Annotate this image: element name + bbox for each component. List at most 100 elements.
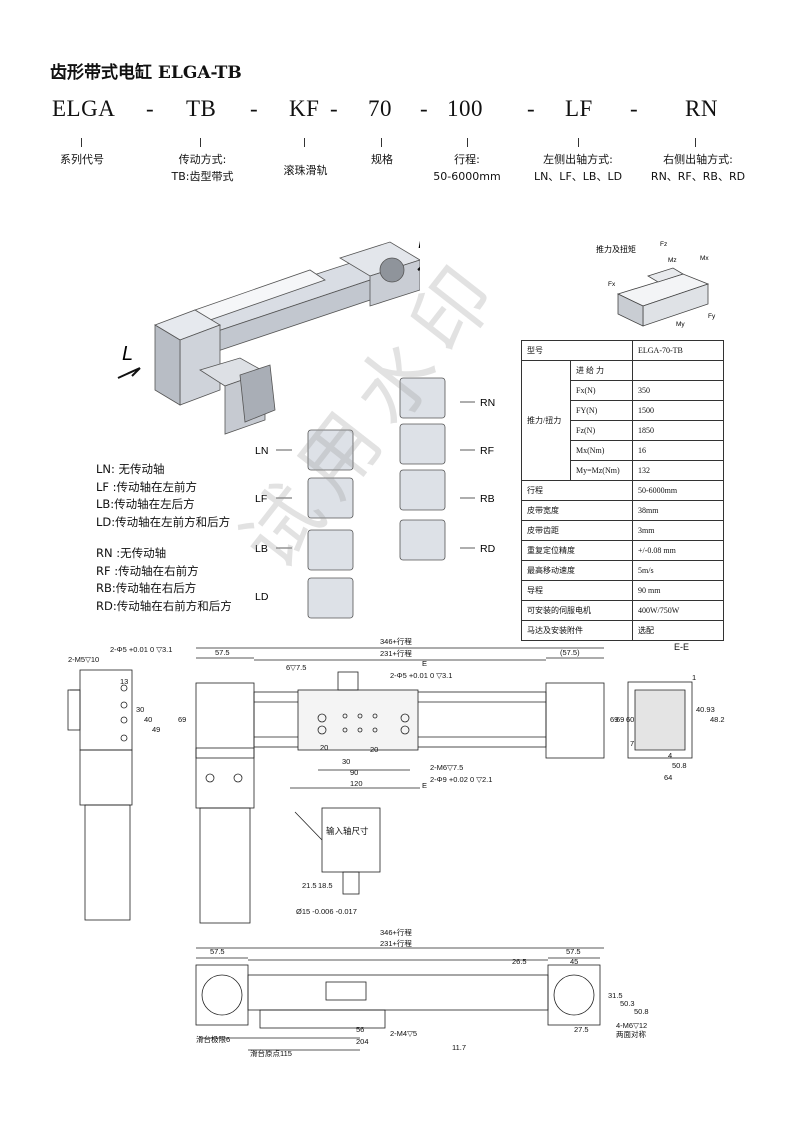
spec-table: 型号 ELGA-70-TB 推力/扭力 进 给 力 Fx(N)350 FY(N)…	[521, 340, 724, 641]
code-dash: -	[527, 96, 536, 121]
ee-1: 1	[692, 673, 696, 682]
dim-21-5: 21.5	[302, 881, 317, 890]
code-dash: -	[146, 96, 155, 121]
ee-48-2: 48.2	[710, 715, 725, 724]
code-tick	[695, 138, 696, 147]
bottom-dim-56: 56	[356, 1025, 364, 1034]
actuator-3d-figure: R L	[117, 231, 420, 435]
ee-40-93: 40.93	[696, 705, 715, 714]
dim-57-5-ref: (57.5)	[560, 648, 580, 657]
dim-phi15: Ø15 -0.006 -0.017	[296, 907, 357, 916]
dim-30: 30	[136, 705, 144, 714]
bottom-dim-m6b: 两面对称	[616, 1029, 646, 1039]
section-EE: E-E	[674, 642, 689, 652]
motor-RD-label: RD	[480, 543, 496, 555]
table-row: Mx(Nm)16	[522, 440, 724, 461]
motor-RF-label: RF	[480, 445, 494, 457]
dim-69: 69	[178, 715, 186, 724]
arrow-L-label: L	[122, 343, 133, 365]
code-dash: -	[420, 96, 429, 121]
code-dash: -	[330, 96, 339, 121]
code-tick	[81, 138, 82, 147]
dim-13: 13	[120, 677, 128, 686]
ee-60: 60	[626, 715, 634, 724]
bottom-dim-50-3: 50.3	[620, 999, 635, 1008]
force-diagram: 推力及扭矩 Fz Mz Mx Fx My Fy	[596, 241, 716, 328]
dim-18-5: 18.5	[318, 881, 333, 890]
motor-RB-label: RB	[480, 493, 495, 505]
dim-phi5b: 2-Φ5 +0.01 0 ▽3.1	[390, 671, 452, 680]
caption-rail: 滚珠滑轨	[283, 164, 328, 177]
ee-69: 69	[616, 715, 624, 724]
dim-231: 231+行程	[380, 648, 412, 658]
dim-90: 90	[350, 768, 358, 777]
motor-RN-label: RN	[480, 397, 495, 409]
dim-m6: 2-M6▽7.5	[430, 763, 463, 772]
bottom-dim-57-5: 57.5	[210, 947, 225, 956]
bottom-dim-231: 231+行程	[380, 938, 412, 948]
bottom-dim-346: 346+行程	[380, 927, 412, 937]
code-tick	[467, 138, 468, 147]
section-mark-E2: E	[422, 781, 427, 790]
table-row: FY(N)1500	[522, 400, 724, 421]
force-Fz: Fz	[660, 241, 667, 248]
shaft-legend: LN: 无传动轴 LF :传动轴在左前方 LB:传动轴在左后方 LD:传动轴在左…	[96, 462, 232, 613]
bottom-dim-45: 45	[570, 957, 578, 966]
motor-options-figure: RN RF RB RD LN LF LB LD	[255, 377, 496, 619]
dim-57-5: 57.5	[215, 648, 230, 657]
ee-64: 64	[664, 773, 672, 782]
code-tick	[304, 138, 305, 147]
code-rail: KF	[289, 96, 320, 121]
table-row: Fz(N)1850	[522, 420, 724, 441]
code-tick	[200, 138, 201, 147]
dim-40: 40	[144, 715, 152, 724]
bottom-dim-204: 204	[356, 1037, 369, 1046]
arrow-R-label: R	[418, 231, 420, 253]
dim-69-right: 69	[610, 715, 618, 724]
code-dash: -	[630, 96, 639, 121]
caption-drive: 传动方式:TB:齿型带式	[171, 153, 234, 183]
ee-4: 4	[668, 751, 672, 760]
dim-49: 49	[152, 725, 160, 734]
ee-50-8: 50.8	[672, 761, 687, 770]
bottom-dim-26-5: 26.5	[512, 957, 527, 966]
dim-20: 20	[320, 743, 328, 752]
code-drive: TB	[186, 96, 217, 121]
bottom-dim-57-5-right: 57.5	[566, 947, 581, 956]
caption-stroke: 行程:50-6000mm	[433, 153, 501, 183]
force-Mx: Mx	[700, 255, 709, 262]
dim-20b: 20	[370, 745, 378, 754]
code-stroke: 100	[447, 96, 483, 121]
code-left-shaft: LF	[565, 96, 593, 121]
dim-120: 120	[350, 779, 363, 788]
code-size: 70	[368, 96, 392, 121]
table-row: 重复定位精度+/-0.08 mm	[521, 540, 724, 561]
caption-size: 规格	[371, 153, 393, 166]
bottom-dim-31-5: 31.5	[608, 991, 623, 1000]
motor-LF-label: LF	[255, 493, 267, 505]
caption-series: 系列代号	[60, 153, 104, 166]
caption-left-shaft: 左侧出轴方式:LN、LF、LB、LD	[533, 153, 623, 183]
code-tick	[381, 138, 382, 147]
dim-m6t: 6▽7.5	[286, 663, 306, 672]
code-series: ELGA	[52, 96, 116, 121]
force-My: My	[676, 321, 685, 328]
force-Fy: Fy	[708, 313, 716, 320]
table-row: 马达及安装附件选配	[521, 620, 724, 641]
bottom-dim-27-5: 27.5	[574, 1025, 589, 1034]
slide-limit-label: 滑台极限6	[196, 1034, 230, 1044]
dim-m5: 2-M5▽10	[68, 655, 99, 664]
dim-phi5: 2-Φ5 +0.01 0 ▽3.1	[110, 645, 172, 654]
motor-LD-label: LD	[255, 591, 269, 603]
caption-right-shaft: 右侧出轴方式:RN、RF、RB、RD	[650, 153, 746, 183]
motor-LN-label: LN	[255, 445, 268, 457]
force-title: 推力及扭矩	[596, 244, 636, 254]
bottom-dim-m6: 4-M6▽12	[616, 1021, 647, 1030]
bottom-dim-m4: 2-M4▽5	[390, 1029, 417, 1038]
